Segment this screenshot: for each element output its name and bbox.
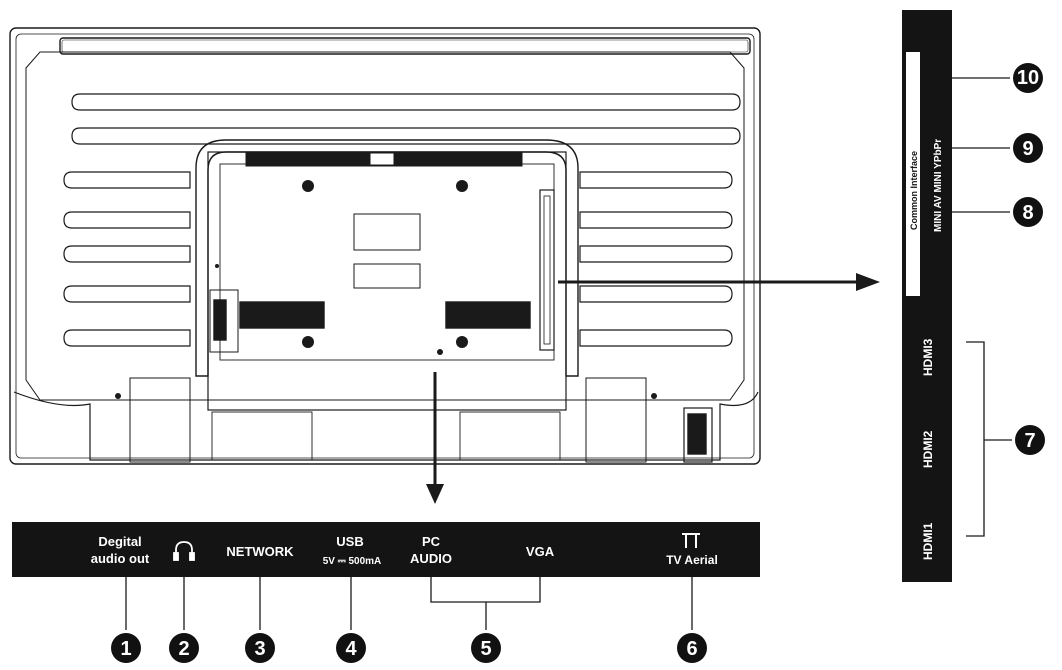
right-vent-slots (579, 171, 733, 347)
svg-text:9: 9 (1022, 138, 1033, 160)
antenna-icon (682, 533, 700, 548)
callout-markers: 1 2 3 4 5 6 7 8 (111, 63, 1045, 663)
svg-text:6: 6 (686, 638, 697, 660)
callout-6: 6 (677, 633, 707, 663)
svg-text:5: 5 (480, 638, 491, 660)
svg-text:1: 1 (120, 638, 131, 660)
callout-3: 3 (245, 633, 275, 663)
callout-4: 4 (336, 633, 366, 663)
callout-7: 7 (1015, 425, 1045, 455)
callout-5: 5 (471, 633, 501, 663)
common-interface-label: Common Interface (909, 151, 919, 230)
svg-text:2: 2 (178, 638, 189, 660)
top-vent-grille (245, 151, 523, 167)
vga-label: VGA (526, 544, 555, 559)
svg-text:10: 10 (1017, 67, 1039, 89)
arrow-right-to-side-panel (558, 273, 880, 291)
svg-text:7: 7 (1024, 430, 1035, 452)
callout-2: 2 (169, 633, 199, 663)
headphone-icon (173, 541, 195, 561)
usb-label: USB (336, 534, 363, 549)
arrow-down-to-bottom-panel (426, 372, 444, 504)
side-callout-lines (952, 77, 1012, 537)
bottom-callout-lines (125, 577, 693, 630)
digital-audio-out-label-line2: audio out (91, 551, 150, 566)
hdmi1-label: HDMI1 (921, 522, 935, 560)
callout-8: 8 (1013, 197, 1043, 227)
side-connector-panel: Common Interface MINI AV MINI YPbPr HDMI… (902, 10, 952, 582)
svg-text:4: 4 (345, 638, 357, 660)
callout-10: 10 (1013, 63, 1043, 93)
svg-text:8: 8 (1022, 202, 1033, 224)
hdmi3-label: HDMI3 (921, 338, 935, 376)
tv-rear-illustration (9, 27, 761, 465)
svg-text:3: 3 (254, 638, 265, 660)
mini-av-ypbpr-label: MINI AV MINI YPbPr (933, 139, 944, 232)
hdmi2-label: HDMI2 (921, 430, 935, 468)
digital-audio-out-label-line1: Degital (98, 534, 141, 549)
tv-aerial-label: TV Aerial (666, 553, 718, 567)
left-vent-slots (63, 93, 741, 347)
network-label: NETWORK (226, 544, 294, 559)
usb-rating-label: 5V ⎓ 500mA (323, 556, 382, 567)
pc-audio-label-line2: AUDIO (410, 551, 452, 566)
bottom-connector-panel: Degital audio out NETWORK USB 5V ⎓ 500mA… (12, 522, 760, 577)
pc-audio-label-line1: PC (422, 534, 441, 549)
callout-9: 9 (1013, 133, 1043, 163)
callout-1: 1 (111, 633, 141, 663)
